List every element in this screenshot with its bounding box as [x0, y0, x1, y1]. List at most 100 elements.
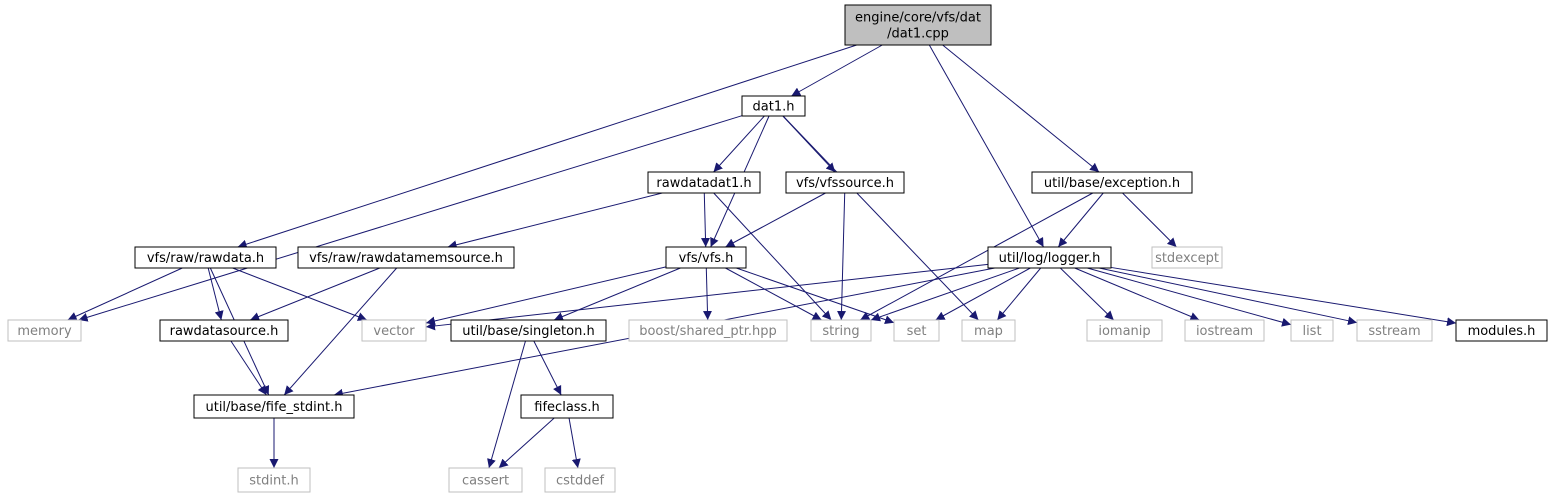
node-rawdatasource_h[interactable]: rawdatasource.h [159, 319, 289, 342]
node-box-stdexcept [1151, 246, 1223, 269]
node-label-cassert: cassert [462, 474, 509, 489]
node-label-rawdatamemsource_h: vfs/raw/rawdatamemsource.h [309, 251, 503, 266]
node-rawdatadat1_h[interactable]: rawdatadat1.h [647, 171, 761, 194]
edge-singleton_h-to-cassert [487, 340, 526, 469]
node-fifeclass_h[interactable]: fifeclass.h [520, 394, 614, 419]
edge-rawdata_h-to-vector [232, 267, 368, 321]
node-box-iostream [1184, 319, 1265, 342]
edge-logger_h-to-modules_h [1110, 266, 1457, 327]
edge-dat1_h-to-rawdatadat1_h [713, 115, 765, 173]
edge-fifeclass_h-to-cstddef [568, 417, 581, 469]
node-shared_ptr[interactable]: boost/shared_ptr.hpp [628, 319, 788, 342]
node-label-list: list [1302, 324, 1321, 339]
node-rawdatamemsource_h[interactable]: vfs/raw/rawdatamemsource.h [297, 246, 515, 269]
node-box-cassert [448, 467, 523, 493]
edge-root-to-logger_h [928, 44, 1044, 248]
node-box-cstddef [544, 467, 616, 493]
edge-logger_h-to-iomanip [1059, 267, 1115, 321]
node-modules_h[interactable]: modules.h [1455, 319, 1548, 342]
node-box-rawdatasource_h [159, 319, 289, 342]
node-iostream[interactable]: iostream [1184, 319, 1265, 342]
edge-dat1_h-to-memory [78, 115, 743, 322]
edge-vfs_h-to-singleton_h [553, 267, 681, 321]
node-set[interactable]: set [893, 319, 940, 342]
edge-root-to-dat1_h [791, 44, 883, 97]
node-label-shared_ptr: boost/shared_ptr.hpp [639, 324, 777, 339]
node-label-vfssource_h: vfs/vfssource.h [796, 176, 894, 191]
edge-vfs_h-to-shared_ptr [702, 267, 712, 321]
node-label-singleton_h: util/base/singleton.h [462, 324, 594, 339]
node-label-memory: memory [17, 324, 72, 339]
node-logger_h[interactable]: util/log/logger.h [987, 246, 1112, 269]
node-cassert[interactable]: cassert [448, 467, 523, 493]
node-fife_stdint_h[interactable]: util/base/fife_stdint.h [193, 394, 355, 419]
edges-layer [67, 44, 1457, 469]
edge-exception_h-to-stdexcept [1122, 192, 1177, 248]
node-stdexcept[interactable]: stdexcept [1151, 246, 1223, 269]
node-box-iomanip [1086, 319, 1163, 342]
edge-root-to-rawdata_h [237, 44, 857, 249]
node-box-rawdatadat1_h [647, 171, 761, 194]
node-label-rawdata_h: vfs/raw/rawdata.h [147, 251, 264, 266]
node-root: engine/core/vfs/dat/dat1.cpp [844, 4, 992, 46]
node-iomanip[interactable]: iomanip [1086, 319, 1163, 342]
edge-vfssource_h-to-string [837, 192, 847, 321]
node-dat1_h[interactable]: dat1.h [741, 95, 806, 117]
node-label-sstream: sstream [1368, 324, 1420, 339]
node-rawdata_h[interactable]: vfs/raw/rawdata.h [134, 246, 277, 269]
node-box-list [1290, 319, 1334, 342]
node-box-modules_h [1455, 319, 1548, 342]
node-box-sstream [1356, 319, 1433, 342]
node-cstddef[interactable]: cstddef [544, 467, 616, 493]
edge-rawdata_h-to-rawdatasource_h [207, 267, 224, 321]
node-label-dat1_h: dat1.h [753, 100, 795, 115]
node-label-modules_h: modules.h [1468, 324, 1536, 339]
edge-logger_h-to-set [935, 267, 1031, 321]
edge-logger_h-to-string [870, 267, 1020, 322]
edge-rawdatadat1_h-to-string [713, 192, 832, 321]
node-singleton_h[interactable]: util/base/singleton.h [450, 319, 607, 342]
node-box-fife_stdint_h [193, 394, 355, 419]
nodes-layer: engine/core/vfs/dat/dat1.cpp dat1.h rawdat… [7, 4, 1548, 493]
node-label-root-line-1: /dat1.cpp [887, 27, 949, 42]
node-label-set: set [907, 324, 927, 339]
node-vector[interactable]: vector [361, 319, 427, 342]
edge-rawdatamemsource_h-to-rawdatasource_h [249, 267, 381, 321]
edge-rawdata_h-to-memory [67, 267, 183, 321]
node-stdint_h[interactable]: stdint.h [237, 467, 311, 493]
node-box-root [844, 4, 992, 46]
node-label-vector: vector [373, 324, 415, 339]
node-label-iostream: iostream [1196, 324, 1253, 339]
node-exception_h[interactable]: util/base/exception.h [1031, 171, 1193, 194]
node-sstream[interactable]: sstream [1356, 319, 1433, 342]
node-label-logger_h: util/log/logger.h [999, 251, 1101, 266]
node-label-cstddef: cstddef [556, 474, 605, 489]
node-box-exception_h [1031, 171, 1193, 194]
node-box-vfs_h [665, 246, 747, 269]
node-string[interactable]: string [810, 319, 872, 342]
edge-dat1_h-to-map [782, 115, 979, 321]
node-label-fife_stdint_h: util/base/fife_stdint.h [205, 400, 342, 415]
node-map[interactable]: map [961, 319, 1016, 342]
edge-rawdatamemsource_h-to-fife_stdint_h [283, 267, 398, 396]
node-box-logger_h [987, 246, 1112, 269]
node-vfssource_h[interactable]: vfs/vfssource.h [785, 171, 905, 194]
node-label-fifeclass_h: fifeclass.h [534, 400, 599, 415]
node-vfs_h[interactable]: vfs/vfs.h [665, 246, 747, 269]
node-box-memory [7, 319, 82, 342]
edge-logger_h-to-sstream [1099, 267, 1358, 326]
node-label-stdint_h: stdint.h [249, 474, 298, 489]
node-box-shared_ptr [628, 319, 788, 342]
edge-exception_h-to-logger_h [1057, 192, 1104, 248]
edge-rawdatasource_h-to-fife_stdint_h [230, 340, 267, 396]
edge-logger_h-to-list [1087, 267, 1292, 327]
node-memory[interactable]: memory [7, 319, 82, 342]
node-box-vector [361, 319, 427, 342]
node-box-dat1_h [741, 95, 806, 117]
node-box-singleton_h [450, 319, 607, 342]
node-label-string: string [822, 324, 859, 339]
node-list[interactable]: list [1290, 319, 1334, 342]
edge-logger_h-to-iostream [1074, 267, 1200, 321]
node-label-map: map [974, 324, 1003, 339]
